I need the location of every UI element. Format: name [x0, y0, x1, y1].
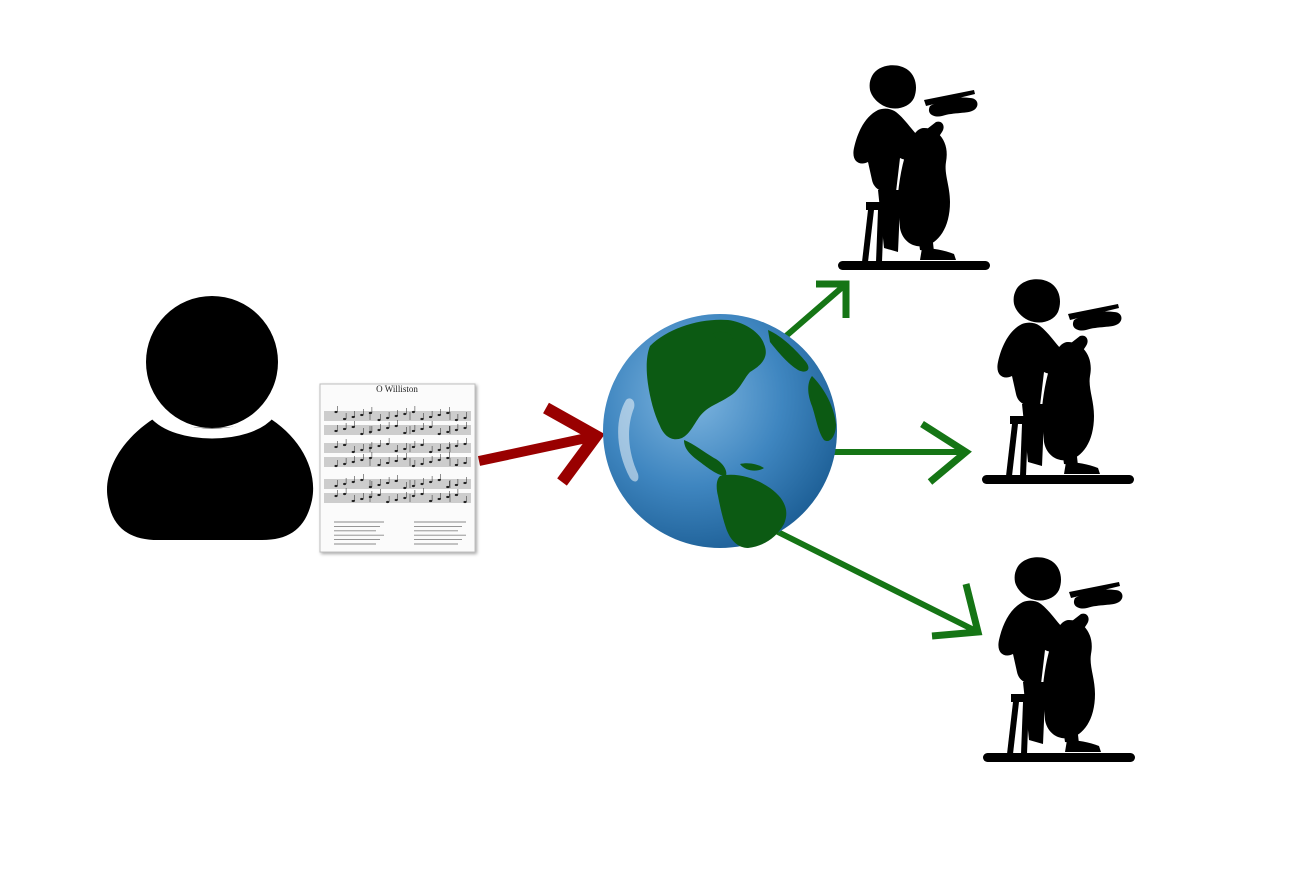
music-notes — [334, 406, 467, 504]
sheet-music-icon: O Williston — [319, 383, 476, 553]
sheet-music-title: O Williston — [376, 384, 418, 394]
distribute-arrow-bottom — [774, 528, 983, 640]
violinist-icon-middle — [982, 279, 1134, 484]
violinist-icon-top — [838, 65, 990, 270]
person-icon — [107, 296, 314, 540]
distribute-arrow-middle — [833, 421, 972, 485]
upload-arrow — [477, 402, 605, 486]
globe-icon — [603, 314, 837, 548]
distribute-arrow-top — [784, 280, 850, 339]
violinist-icon-bottom — [983, 557, 1135, 762]
lyrics-lines — [334, 521, 466, 545]
